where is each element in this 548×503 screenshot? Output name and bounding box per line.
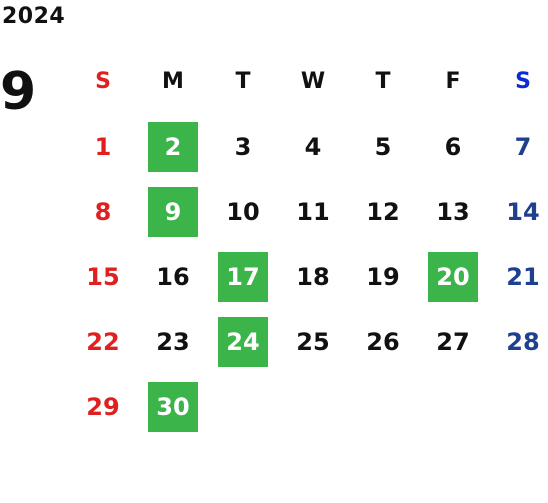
week-row-4: 22 23 24 25 26 27 28: [68, 309, 548, 374]
day-cell: [418, 374, 488, 439]
day-cell: 12: [366, 197, 400, 226]
day-cell: 8: [94, 197, 112, 226]
day-cell: 27: [436, 327, 470, 356]
day-cell: 13: [436, 197, 470, 226]
weekday-friday: F: [445, 69, 461, 94]
day-cell: 28: [506, 327, 540, 356]
day-cell: [488, 374, 548, 439]
day-cell: 14: [506, 197, 540, 226]
day-cell: 26: [366, 327, 400, 356]
day-cell: 6: [444, 132, 462, 161]
day-cell: 16: [156, 262, 190, 291]
day-cell: 1: [94, 132, 112, 161]
day-cell: 17: [208, 244, 278, 309]
day-cell: [278, 374, 348, 439]
day-cell: 10: [226, 197, 260, 226]
day-cell: 9: [138, 179, 208, 244]
day-cell: 5: [374, 132, 392, 161]
day-cell: [348, 374, 418, 439]
day-cell: 3: [234, 132, 252, 161]
day-cell: 2: [138, 114, 208, 179]
week-row-1: 1 2 3 4 5 6 7: [68, 114, 548, 179]
day-cell: 24: [208, 309, 278, 374]
day-cell: 25: [296, 327, 330, 356]
day-cell: 22: [86, 327, 120, 356]
week-row-2: 8 9 10 11 12 13 14: [68, 179, 548, 244]
weekday-tuesday: T: [235, 69, 251, 94]
month-label: 9: [0, 62, 37, 122]
day-cell: 15: [86, 262, 120, 291]
weekday-monday: M: [162, 69, 184, 94]
weekday-header-row: S M T W T F S: [68, 49, 548, 114]
day-cell: 23: [156, 327, 190, 356]
day-cell: 7: [514, 132, 532, 161]
day-cell: 29: [86, 392, 120, 421]
day-cell: 4: [304, 132, 322, 161]
weekday-thursday: T: [375, 69, 391, 94]
calendar-grid: S M T W T F S 1 2 3 4 5 6 7 8 9 10 11 12…: [68, 49, 548, 439]
weekday-wednesday: W: [300, 69, 326, 94]
day-cell: 21: [506, 262, 540, 291]
weekday-saturday: S: [515, 69, 531, 94]
week-row-5: 29 30: [68, 374, 548, 439]
weekday-sunday: S: [95, 69, 111, 94]
day-cell: 20: [418, 244, 488, 309]
day-cell: 19: [366, 262, 400, 291]
day-cell: 30: [138, 374, 208, 439]
year-label: 2024: [2, 4, 66, 29]
week-row-3: 15 16 17 18 19 20 21: [68, 244, 548, 309]
day-cell: 11: [296, 197, 330, 226]
day-cell: 18: [296, 262, 330, 291]
day-cell: [208, 374, 278, 439]
